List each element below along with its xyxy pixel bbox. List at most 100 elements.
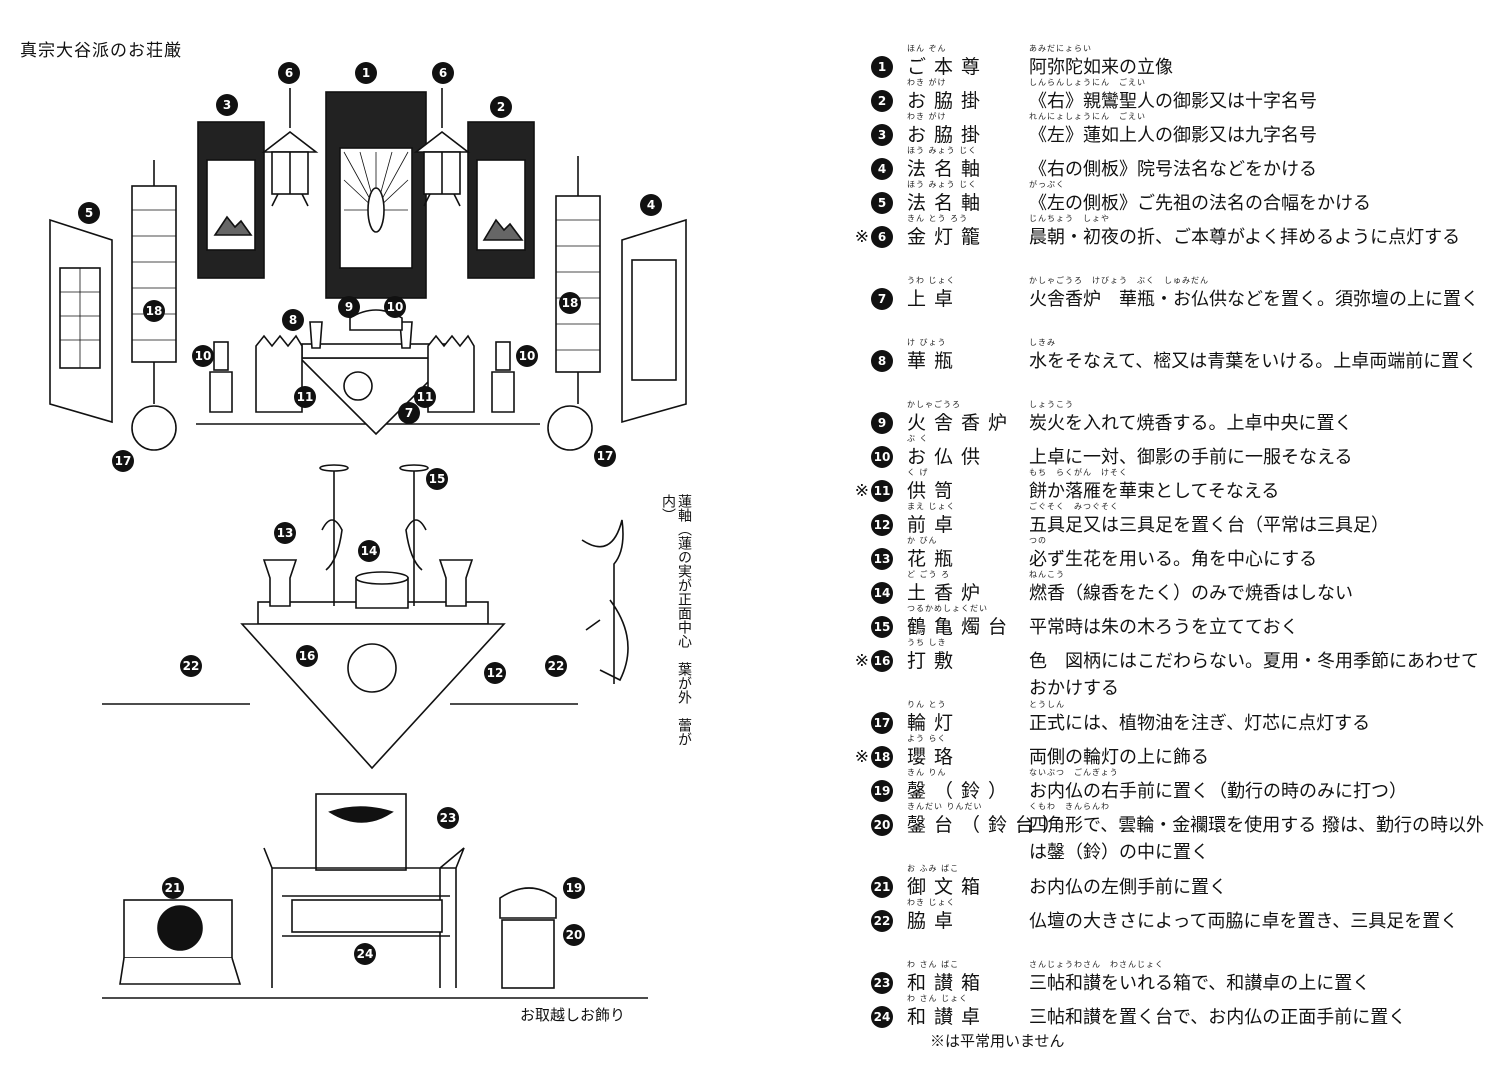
- term-text: 花瓶: [907, 548, 962, 570]
- term-text: 火舎香炉: [907, 412, 1016, 434]
- special-mark: [845, 604, 869, 614]
- desc-text: 阿弥陀如来の立像: [1029, 57, 1173, 78]
- marker-17b: 17: [594, 445, 616, 467]
- term-ruby: よう らく: [907, 734, 947, 743]
- item-term: りん とう輪灯: [907, 700, 1027, 737]
- desc-text: 晨朝・初夜の折、ご本尊がよく拝めるように点灯する: [1029, 227, 1461, 248]
- term-ruby: ほん ぞん: [907, 44, 947, 53]
- item-term: きん とう ろう金灯籠: [907, 214, 1027, 251]
- item-term: きん りん鏧（鈴）: [907, 768, 1027, 805]
- item-number: 19: [871, 780, 893, 802]
- desc-text: 正式には、植物油を注ぎ、灯芯に点灯する: [1029, 713, 1371, 734]
- marker-10b: 10: [192, 345, 214, 367]
- illustration-caption: お取越しお飾り: [520, 1006, 626, 1024]
- item-number: 2: [871, 90, 893, 112]
- item-description: あみだにょらい阿弥陀如来の立像: [1029, 44, 1485, 81]
- term-text: 瓔珞: [907, 746, 962, 768]
- special-mark: [845, 536, 869, 546]
- list-item: 19 きん りん鏧（鈴）ないぶつ ごんぎょうお内仏の右手前に置く（勤行の時のみに打…: [845, 768, 1485, 802]
- marker-10c: 10: [516, 345, 538, 367]
- special-mark: [845, 864, 869, 874]
- marker-2: 2: [490, 96, 512, 118]
- desc-text: 上卓に一対、御影の手前に一服そなえる: [1029, 447, 1353, 468]
- item-number: 16: [871, 650, 893, 672]
- marker-21: 21: [162, 877, 184, 899]
- list-item: 12 まえ じょく前卓ごぐそく みつぐそく五具足又は三具足を置く台（平常は三具足）: [845, 502, 1485, 536]
- item-term: か びん花瓶: [907, 536, 1027, 573]
- term-text: 打敷: [907, 650, 962, 672]
- special-mark: ※: [854, 747, 869, 767]
- special-mark: [845, 768, 869, 778]
- marker-13: 13: [274, 522, 296, 544]
- item-description: お内仏の左側手前に置く: [1029, 864, 1485, 901]
- special-mark: [845, 502, 869, 512]
- desc-ruby: ないぶつ ごんぎょう: [1029, 768, 1119, 777]
- item-number: 14: [871, 582, 893, 604]
- marker-18a: 18: [143, 300, 165, 322]
- special-mark: [845, 338, 869, 348]
- special-mark: [845, 400, 869, 410]
- term-text: 鏧（鈴）: [907, 780, 1016, 802]
- item-description: 仏壇の大きさによって両脇に卓を置き、三具足を置く: [1029, 898, 1485, 935]
- term-ruby: わき がけ: [907, 112, 947, 121]
- marker-11a: 11: [294, 386, 316, 408]
- special-mark: [845, 802, 869, 812]
- term-text: 上卓: [907, 288, 962, 310]
- item-description: 平常時は朱の木ろうを立てておく: [1029, 604, 1485, 641]
- marker-1: 1: [355, 62, 377, 84]
- item-term: ほん ぞんご本尊: [907, 44, 1027, 81]
- marker-23: 23: [437, 807, 459, 829]
- term-text: ご本尊: [907, 56, 989, 78]
- item-number: 6: [871, 226, 893, 248]
- item-term: ほう みょう じく法名軸: [907, 180, 1027, 217]
- marker-6b: 6: [432, 62, 454, 84]
- item-number: 18: [871, 746, 893, 768]
- lotus-note: 蓮軸（蓮の実が正面中心 葉が外 蕾が内）: [660, 494, 692, 746]
- special-mark: ※: [854, 651, 869, 671]
- desc-ruby: がっぷく: [1029, 180, 1065, 189]
- term-text: 御文箱: [907, 876, 989, 898]
- desc-ruby: つの: [1029, 536, 1047, 545]
- term-ruby: け びょう: [907, 338, 947, 347]
- marker-6: 6: [278, 62, 300, 84]
- desc-text: 両側の輪灯の上に飾る: [1029, 747, 1209, 768]
- item-description: 上卓に一対、御影の手前に一服そなえる: [1029, 434, 1485, 471]
- item-number: 20: [871, 814, 893, 836]
- item-term: うわ じょく上卓: [907, 276, 1027, 313]
- marker-15: 15: [426, 468, 448, 490]
- item-description: れんにょしょうにん ごえい《左》蓮如上人の御影又は九字名号: [1029, 112, 1485, 149]
- item-term: つるかめしょくだい鶴亀燭台: [907, 604, 1027, 641]
- marker-22b: 22: [545, 655, 567, 677]
- item-description: ごぐそく みつぐそく五具足又は三具足を置く台（平常は三具足）: [1029, 502, 1485, 539]
- item-description: 三帖和讃を置く台で、お内仏の正面手前に置く: [1029, 994, 1485, 1031]
- item-term: まえ じょく前卓: [907, 502, 1027, 539]
- item-term: わき がけお脇掛: [907, 112, 1027, 149]
- footnote: ※は平常用いません: [930, 1032, 1065, 1050]
- term-text: 脇卓: [907, 910, 962, 932]
- special-mark: ※: [854, 481, 869, 501]
- marker-11b: 11: [414, 386, 436, 408]
- desc-ruby: くもわ きんらんわ: [1029, 802, 1110, 811]
- item-number: 12: [871, 514, 893, 536]
- item-number: 21: [871, 876, 893, 898]
- item-term: ぶ くお仏供: [907, 434, 1027, 471]
- desc-text: 三帖和讃をいれる箱で、和讃卓の上に置く: [1029, 973, 1371, 994]
- special-mark: [845, 434, 869, 444]
- desc-text: 仏壇の大きさによって両脇に卓を置き、三具足を置く: [1029, 911, 1459, 932]
- marker-24: 24: [354, 943, 376, 965]
- desc-ruby: ごぐそく みつぐそく: [1029, 502, 1119, 511]
- item-number: 4: [871, 158, 893, 180]
- item-description: ないぶつ ごんぎょうお内仏の右手前に置く（勤行の時のみに打つ）: [1029, 768, 1485, 805]
- item-term: お ふみ ばこ御文箱: [907, 864, 1027, 901]
- term-text: 鶴亀燭台: [907, 616, 1016, 638]
- term-ruby: りん とう: [907, 700, 947, 709]
- term-text: 鏧台（鈴台）: [907, 814, 1070, 836]
